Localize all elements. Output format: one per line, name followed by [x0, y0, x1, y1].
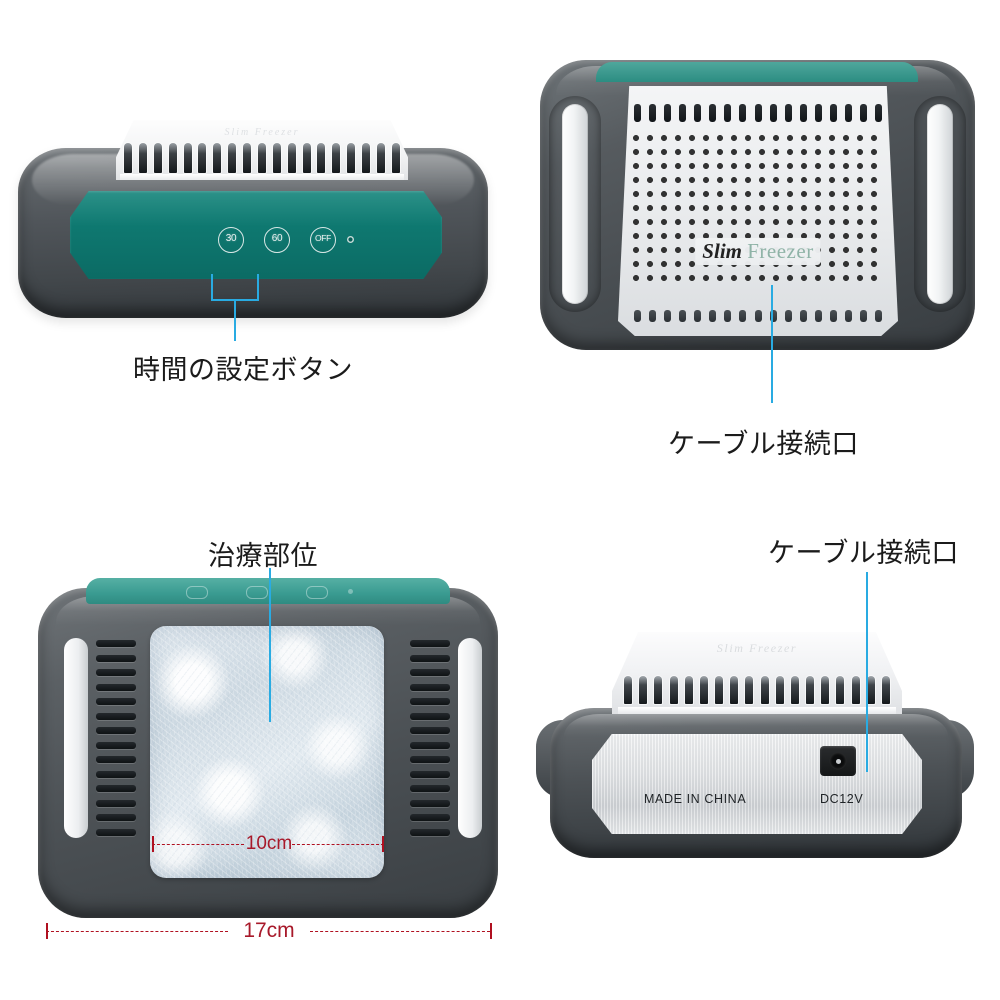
- vent-slot-row-top: [634, 104, 882, 122]
- strip-button-60[interactable]: [246, 586, 268, 599]
- dim-cap-17cm-right: [490, 923, 492, 939]
- callout-front-left-tick: [211, 274, 213, 300]
- callout-front-stem: [234, 299, 236, 341]
- product-view-cold-plate: 10cm 17cm: [38, 578, 508, 958]
- label-timer-buttons: 時間の設定ボタン: [133, 355, 353, 386]
- handle-slot-left: [562, 104, 588, 304]
- teal-top-edge-back: [596, 62, 918, 82]
- led-indicator: [347, 236, 354, 243]
- grille-lip: [120, 174, 404, 180]
- teal-control-strip: [86, 578, 450, 604]
- product-view-rear-port: Slim Freezer MADE IN CHINA DC12V: [530, 612, 980, 912]
- brand-logo-back: Slim Freezer: [695, 238, 821, 265]
- dc-power-jack[interactable]: [820, 746, 856, 776]
- power-off-button[interactable]: OFF: [310, 227, 336, 253]
- grille-lip-rear: [618, 707, 896, 714]
- handle-slot-right: [927, 104, 953, 304]
- perforated-vent-panel: Slim Freezer: [618, 86, 898, 336]
- dimension-value-17cm: 17cm: [243, 919, 295, 942]
- frozen-treatment-plate: [150, 626, 384, 878]
- made-in-text: MADE IN CHINA: [644, 792, 747, 806]
- handle-slot-left-plate: [64, 638, 88, 838]
- dim-line-10cm-left: [152, 844, 244, 845]
- label-cable-port-rear: ケーブル接続口: [768, 538, 959, 569]
- side-vents-left: [96, 640, 136, 836]
- brand-logo-slim: Slim: [702, 239, 742, 263]
- strip-button-30[interactable]: [186, 586, 208, 599]
- dim-line-17cm-right: [310, 931, 490, 932]
- callout-plate-stem: [269, 568, 271, 722]
- brand-emboss-rear: Slim Freezer: [716, 641, 798, 655]
- label-treatment-area: 治療部位: [208, 541, 318, 572]
- vent-slot-group-rear: [624, 672, 890, 704]
- timer-button-60[interactable]: 60: [264, 227, 290, 253]
- top-vent-grille-front: Slim Freezer: [116, 120, 408, 180]
- timer-button-30[interactable]: 30: [218, 227, 244, 253]
- vent-slot-row-bottom: [634, 310, 882, 322]
- callout-rear-stem: [866, 572, 868, 772]
- handle-slot-right-plate: [458, 638, 482, 838]
- dim-line-10cm-right: [292, 844, 384, 845]
- dim-line-17cm-left: [46, 931, 228, 932]
- brushed-metal-texture: [592, 734, 922, 834]
- vent-slot-group: [124, 139, 400, 173]
- control-plate-sheen: [70, 191, 442, 227]
- brand-logo-freezer: Freezer: [747, 239, 814, 263]
- top-vent-grille-rear: Slim Freezer: [612, 632, 902, 714]
- product-view-front: Slim Freezer 30 60 OFF: [18, 108, 488, 318]
- label-cable-port-back: ケーブル接続口: [668, 429, 859, 460]
- callout-back-stem: [771, 285, 773, 403]
- brand-emboss-front: Slim Freezer: [224, 127, 300, 138]
- dimension-value-10cm: 10cm: [245, 833, 293, 854]
- frost-texture: [150, 626, 384, 878]
- callout-front-right-tick: [257, 274, 259, 300]
- strip-led-indicator: [348, 589, 353, 594]
- control-plate: [70, 191, 442, 279]
- dc-voltage-text: DC12V: [820, 792, 864, 806]
- side-vents-right: [410, 640, 450, 836]
- product-view-back: Slim Freezer: [540, 60, 975, 360]
- strip-button-off[interactable]: [306, 586, 328, 599]
- rear-metal-plate: MADE IN CHINA DC12V: [592, 734, 922, 834]
